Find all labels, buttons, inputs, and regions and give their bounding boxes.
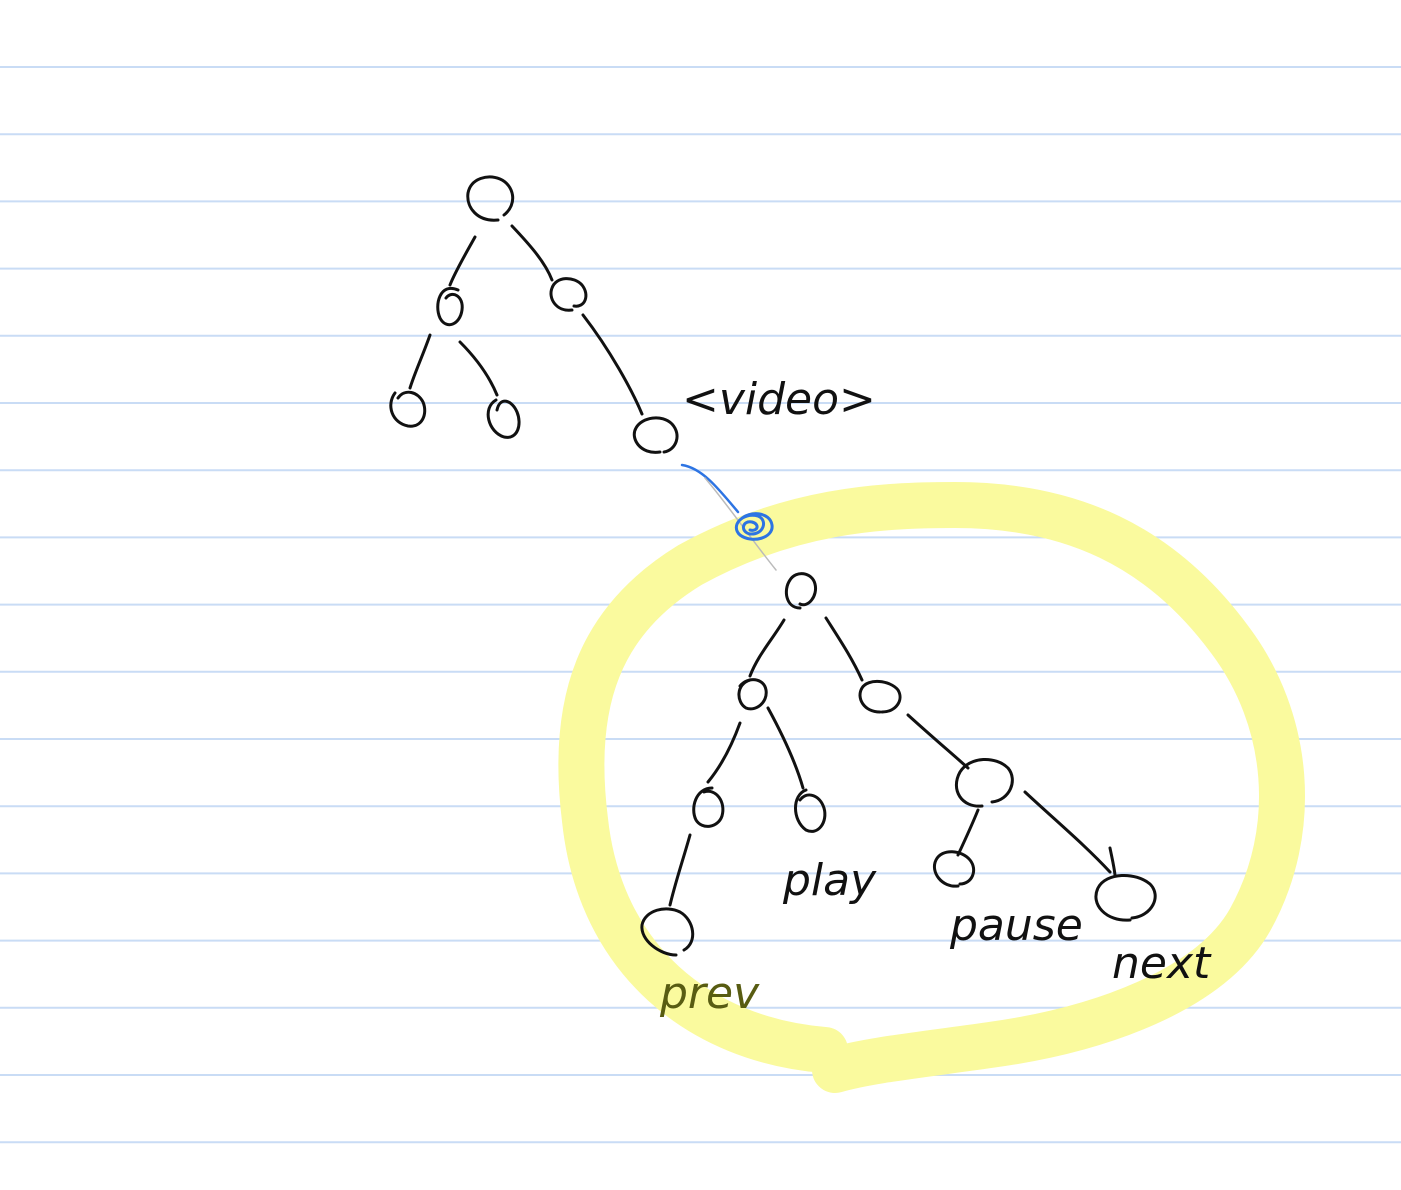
- edge: [458, 340, 499, 397]
- edge: [1023, 790, 1112, 874]
- tree-node: [954, 758, 1014, 808]
- tree-node: [794, 788, 827, 833]
- shadow-tree-edges: [668, 616, 1117, 907]
- edge: [581, 313, 644, 416]
- prev-label: prev: [659, 968, 760, 1019]
- video-node: [632, 416, 679, 454]
- edge: [766, 706, 805, 790]
- link-stroke: [680, 463, 740, 514]
- edge: [706, 721, 742, 784]
- shadow-root-link: [680, 463, 777, 571]
- tree-node: [784, 572, 818, 610]
- tree-node: [737, 678, 768, 711]
- tree-node: [389, 390, 427, 428]
- edge: [1108, 846, 1117, 877]
- play-label: play: [782, 855, 877, 906]
- pause-label: pause: [949, 900, 1083, 951]
- prev-node: [640, 907, 695, 957]
- edge: [510, 224, 554, 282]
- next-label: next: [1112, 938, 1212, 989]
- edge: [824, 616, 864, 682]
- highlight-loop: [558, 482, 1305, 1093]
- tree-node: [858, 680, 902, 714]
- edge: [956, 808, 980, 857]
- pause-node: [933, 850, 976, 888]
- edge: [408, 333, 432, 390]
- edge: [748, 618, 786, 678]
- edge: [668, 833, 692, 907]
- labels: <video> play pause prev next: [659, 374, 1212, 1019]
- ruled-lines: [0, 66, 1401, 1144]
- tree-node: [466, 175, 515, 222]
- edge: [906, 713, 970, 770]
- video-label: <video>: [682, 374, 876, 425]
- tree-node: [436, 286, 464, 327]
- shadow-root-scribble: [734, 512, 774, 541]
- highlight-stroke: [558, 482, 1305, 1093]
- next-node: [1094, 873, 1157, 922]
- light-tree-nodes: [389, 175, 679, 454]
- edge: [448, 235, 477, 287]
- tree-node: [549, 277, 588, 312]
- light-tree-edges: [408, 224, 644, 416]
- tree-node: [692, 786, 725, 828]
- tree-node: [486, 398, 521, 439]
- shadow-tree-nodes: [640, 572, 1157, 957]
